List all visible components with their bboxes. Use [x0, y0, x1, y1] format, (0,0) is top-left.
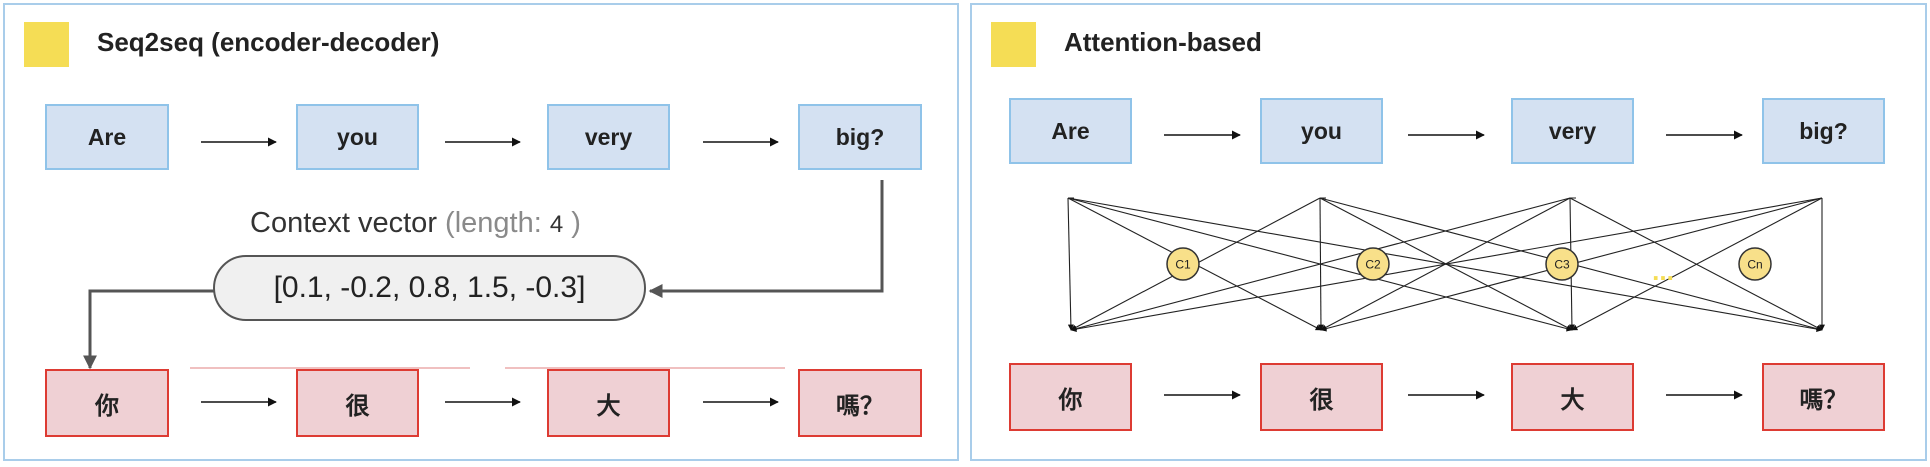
- context-node-cn: Cn: [1738, 247, 1772, 281]
- right-encoder-token-1: Are: [1009, 98, 1132, 164]
- context-node-c1: C1: [1166, 247, 1200, 281]
- left-encoder-token-2: you: [296, 104, 419, 170]
- left-encoder-token-3: very: [547, 104, 670, 170]
- context-vector-pill: [0.1, -0.2, 0.8, 1.5, -0.3]: [213, 255, 646, 321]
- right-decoder-token-4: 嗎？: [1762, 363, 1885, 431]
- context-vector-label: Context vector (length: 4 ): [250, 207, 581, 240]
- attention-link: [1571, 197, 1823, 331]
- left-decoder-token-1: 你: [45, 369, 169, 437]
- context-output-connector: [83, 289, 215, 370]
- context-length-close: ): [563, 207, 581, 239]
- left-decoder-token-3: 大: [547, 369, 670, 437]
- right-decoder-token-2: 很: [1260, 363, 1383, 431]
- attention-title: Attention-based: [1064, 27, 1262, 57]
- left-decoder-token-4: 嗎？: [798, 369, 922, 437]
- context-length-label: (length:: [445, 207, 550, 239]
- context-ellipsis: ...: [1652, 256, 1674, 286]
- right-encoder-token-2: you: [1260, 98, 1383, 164]
- context-node-label: Cn: [1747, 258, 1762, 272]
- context-input-connector: [648, 180, 884, 298]
- seq2seq-tag-square: [24, 22, 69, 67]
- context-node-label: C2: [1365, 258, 1381, 272]
- right-encoder-token-3: very: [1511, 98, 1634, 164]
- left-decoder-token-2: 很: [296, 369, 419, 437]
- left-encoder-token-4: big?: [798, 104, 922, 170]
- attention-link: [1070, 197, 1823, 333]
- context-vector-text: Context vector: [250, 207, 437, 239]
- context-length-value: 4: [549, 211, 564, 238]
- right-encoder-token-4: big?: [1762, 98, 1885, 164]
- right-decoder-token-1: 你: [1009, 363, 1132, 431]
- context-node-c2: C2: [1356, 247, 1390, 281]
- context-node-label: C1: [1175, 258, 1191, 272]
- attention-tag-square: [991, 22, 1036, 67]
- left-encoder-token-1: Are: [45, 104, 169, 170]
- context-node-label: C3: [1554, 258, 1570, 272]
- context-node-c3: C3: [1545, 247, 1579, 281]
- attention-link: [1067, 197, 1074, 331]
- attention-link: [1070, 197, 1571, 332]
- right-decoder-token-3: 大: [1511, 363, 1634, 431]
- seq2seq-title: Seq2seq (encoder-decoder): [97, 27, 440, 57]
